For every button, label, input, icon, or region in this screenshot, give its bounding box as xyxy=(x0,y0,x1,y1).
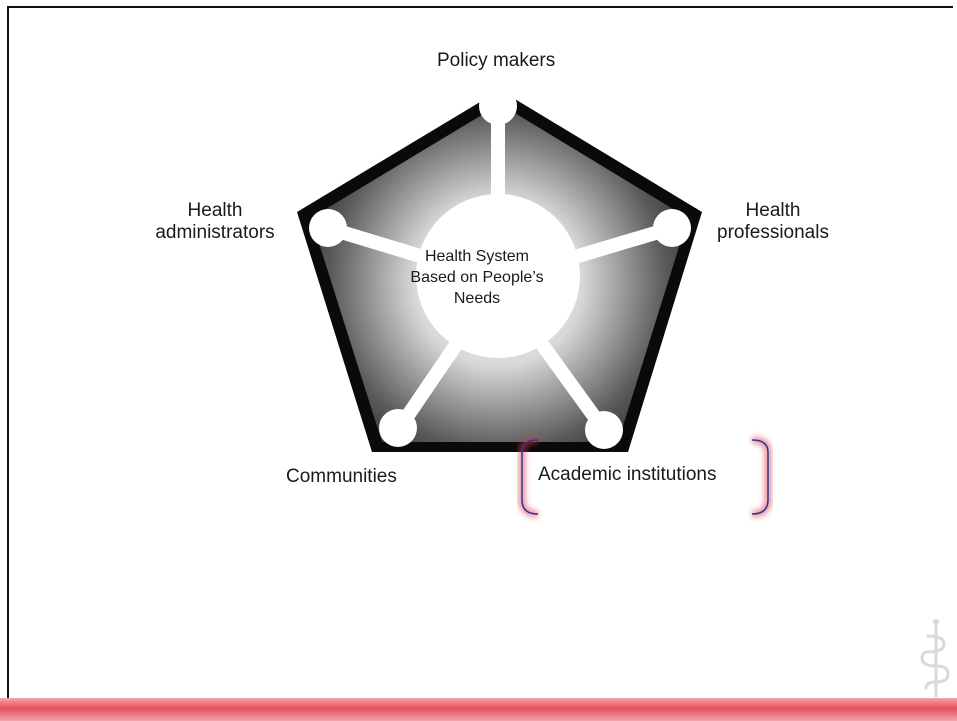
center-label-line3: Needs xyxy=(453,290,501,307)
spokes xyxy=(321,103,679,437)
label-health-professionals-line1: Health xyxy=(745,200,801,221)
label-health-administrators: Health administrators xyxy=(140,200,290,244)
node-circle-right xyxy=(653,209,691,247)
label-academic-institutions: Academic institutions xyxy=(538,464,717,485)
label-health-professionals-line2: professionals xyxy=(717,222,829,243)
center-label-line1: Health System xyxy=(424,248,530,265)
center-circle xyxy=(416,194,580,358)
slide-frame xyxy=(7,6,953,700)
label-health-administrators-line1: Health xyxy=(187,200,243,221)
bottom-accent-band xyxy=(0,698,957,721)
center-label: Health System Based on People’s Needs xyxy=(398,246,556,309)
label-communities: Communities xyxy=(286,466,397,487)
spoke-bottom-right xyxy=(529,329,611,437)
node-circle-bottom-left xyxy=(379,409,417,447)
label-health-administrators-line2: administrators xyxy=(155,222,275,243)
label-health-professionals: Health professionals xyxy=(698,200,848,244)
node-circle-bottom-right xyxy=(585,411,623,449)
caduceus-logo-icon xyxy=(920,619,950,698)
node-circle-top xyxy=(479,87,517,125)
node-circles xyxy=(309,87,691,449)
node-circle-left xyxy=(309,209,347,247)
label-policy-makers: Policy makers xyxy=(437,50,556,71)
highlight-brackets xyxy=(518,436,772,518)
center-label-line2: Based on People’s xyxy=(410,269,544,286)
